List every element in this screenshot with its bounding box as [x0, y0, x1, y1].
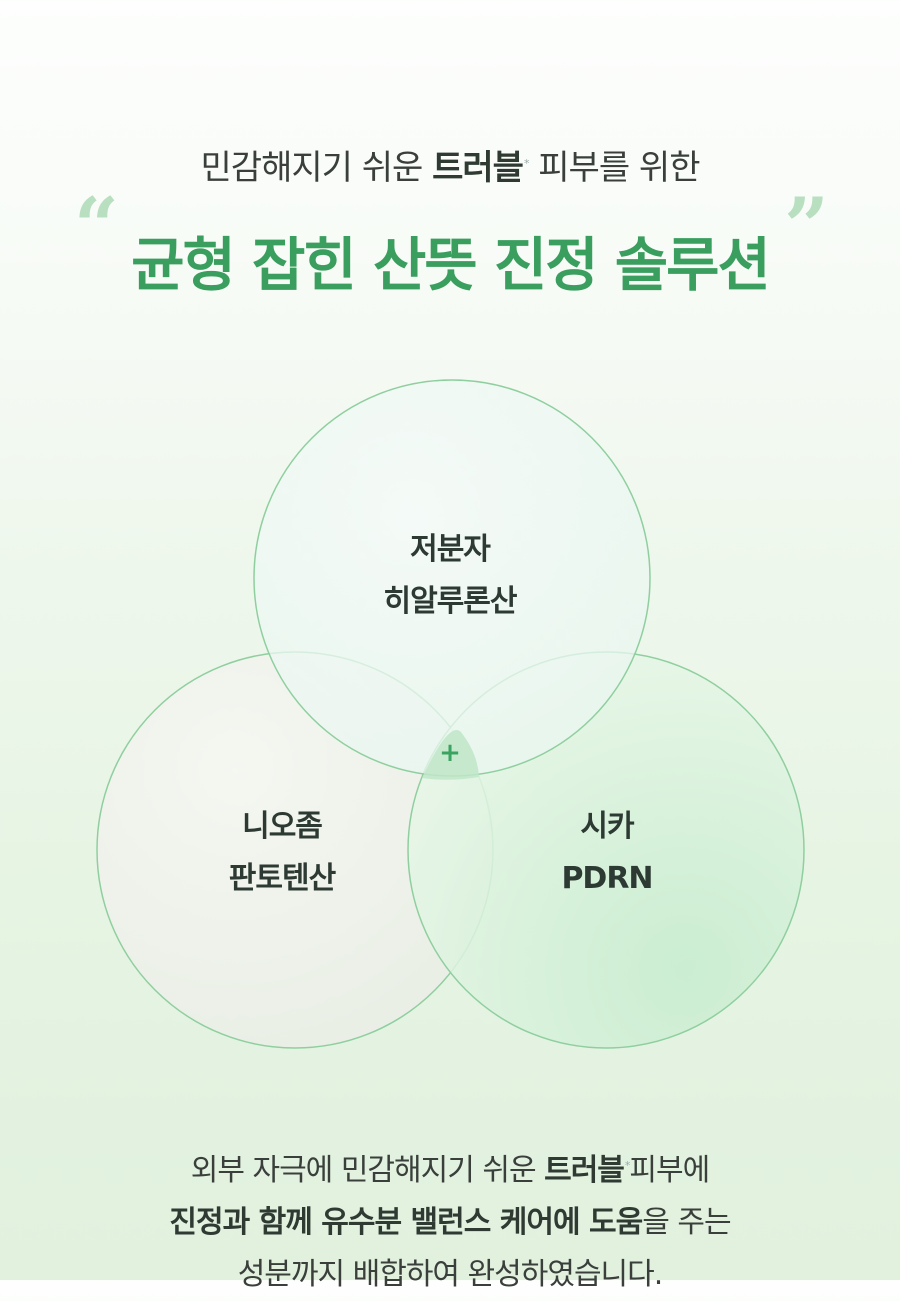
venn-label-right: 시카 PDRN — [487, 801, 727, 905]
description-line-3: 성분까지 배합하여 완성하였습니다. — [237, 1257, 664, 1292]
plus-icon: + — [439, 738, 461, 768]
description: 외부 자극에 민감해지기 쉬운 트러블*피부에 진정과 함께 유수분 밸런스 케… — [0, 1140, 900, 1301]
venn-label-top-line2: 히알루론산 — [383, 584, 518, 619]
description-text: 을 주는 — [642, 1205, 731, 1240]
venn-label-left-line1: 니오좀 — [242, 809, 323, 844]
venn-label-left-line2: 판토텐산 — [228, 861, 336, 896]
venn-label-right-line1: 시카 — [580, 809, 634, 844]
subtitle-text-pre: 민감해지기 쉬운 — [200, 148, 433, 188]
description-text: 피부에 — [629, 1153, 710, 1188]
headline: 균형 잡힌 산뜻 진정 솔루션 — [131, 231, 771, 299]
subtitle-asterisk: * — [523, 156, 529, 170]
description-text: 외부 자극에 민감해지기 쉬운 — [190, 1153, 545, 1188]
venn-label-top-line1: 저분자 — [410, 532, 491, 567]
close-quote-icon: ” — [784, 181, 829, 272]
description-highlight: 트러블 — [544, 1153, 625, 1188]
subtitle-highlight: 트러블 — [432, 148, 524, 188]
description-highlight: 진정과 함께 유수분 밸런스 케어에 도움 — [169, 1205, 643, 1240]
description-line-1: 외부 자극에 민감해지기 쉬운 트러블*피부에 — [0, 1140, 900, 1197]
description-line-2: 진정과 함께 유수분 밸런스 케어에 도움을 주는 — [0, 1197, 900, 1249]
subtitle: 민감해지기 쉬운 트러블* 피부를 위한 — [0, 140, 900, 189]
venn-center-overlap — [422, 729, 479, 780]
venn-label-left: 니오좀 판토텐산 — [162, 801, 402, 905]
venn-label-right-line2: PDRN — [561, 861, 653, 896]
subtitle-text-post: 피부를 위한 — [528, 148, 700, 188]
venn-diagram — [96, 379, 805, 1049]
description-asterisk: * — [624, 1159, 630, 1172]
open-quote-icon: “ — [74, 181, 119, 272]
venn-label-top: 저분자 히알루론산 — [330, 524, 570, 628]
